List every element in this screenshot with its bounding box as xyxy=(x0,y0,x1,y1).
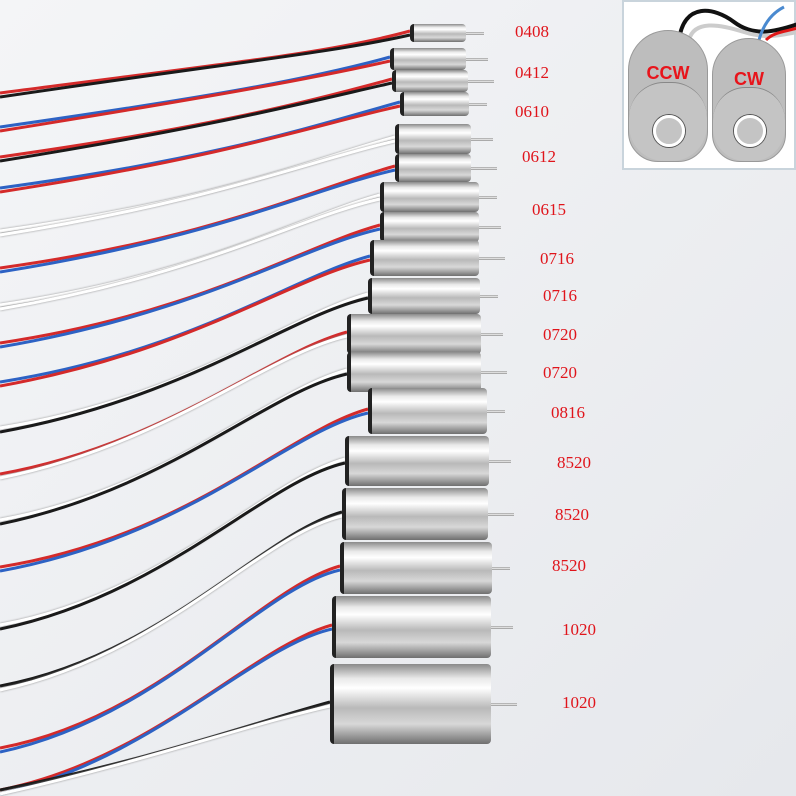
motor-wire xyxy=(0,568,341,754)
motor-wire xyxy=(0,59,391,133)
motor-shaft xyxy=(488,513,514,516)
motor-wire xyxy=(0,330,348,476)
coreless-motor xyxy=(400,92,487,116)
motor-wire xyxy=(0,197,381,311)
motor-label: 8520 xyxy=(557,453,591,472)
coreless-motor xyxy=(345,436,511,486)
ccw-motor-drawing: CCW xyxy=(628,30,708,162)
coreless-motor xyxy=(380,182,497,212)
motor-label: 0615 xyxy=(532,200,566,219)
motor-label: 0408 xyxy=(515,22,549,41)
motor-wire xyxy=(0,514,343,692)
motor-wire xyxy=(0,100,401,190)
motor-shaft xyxy=(471,138,493,141)
coreless-motor xyxy=(370,240,505,276)
motor-label: 0612 xyxy=(522,147,556,166)
motor-shaft xyxy=(469,103,487,106)
motor-wire xyxy=(0,168,396,274)
motor-wire xyxy=(0,292,369,430)
coreless-motor xyxy=(392,70,494,92)
motor-wire xyxy=(0,407,369,569)
motor-wire xyxy=(0,33,411,99)
motor-label: 8520 xyxy=(552,556,586,575)
motor-shaft xyxy=(471,167,497,170)
motor-wire xyxy=(0,254,371,384)
motor-shaft xyxy=(481,333,503,336)
motor-label: 1020 xyxy=(562,693,596,712)
motor-label: 0716 xyxy=(540,249,574,268)
coreless-motor xyxy=(368,388,505,434)
motor-wire xyxy=(0,296,369,434)
motor-wire xyxy=(0,704,331,796)
motor-wire xyxy=(0,334,348,480)
cw-rotation-arrow-icon xyxy=(734,115,766,147)
ccw-label: CCW xyxy=(646,63,690,83)
motor-shaft xyxy=(479,196,497,199)
motor-wire xyxy=(0,461,346,631)
motor-wire xyxy=(0,627,333,796)
motor-label: 0716 xyxy=(543,286,577,305)
motor-label: 0610 xyxy=(515,102,549,121)
motor-shaft xyxy=(491,626,513,629)
motor-label: 0816 xyxy=(551,403,585,422)
motor-label: 8520 xyxy=(555,505,589,524)
rotation-direction-inset: CCW CW xyxy=(622,0,796,170)
motor-shaft xyxy=(480,295,498,298)
motor-shaft xyxy=(492,567,510,570)
motor-wire xyxy=(0,104,401,194)
motor-shaft xyxy=(466,58,488,61)
coreless-motor xyxy=(410,24,484,42)
motor-wire xyxy=(0,29,411,95)
motor-shaft xyxy=(489,460,511,463)
coreless-motor xyxy=(390,48,488,70)
inset-wires xyxy=(677,5,796,42)
motor-wire xyxy=(0,193,381,307)
motor-label: 0412 xyxy=(515,63,549,82)
motor-wire xyxy=(0,227,381,349)
coreless-motor xyxy=(395,124,493,154)
motor-wire xyxy=(0,258,371,388)
motor-wire xyxy=(0,372,348,526)
coreless-motor xyxy=(342,488,514,540)
coreless-motor xyxy=(340,542,510,594)
coreless-motor xyxy=(330,664,517,744)
motor-shaft xyxy=(481,371,507,374)
cw-motor-drawing: CW xyxy=(712,38,786,162)
motor-wire xyxy=(0,223,381,345)
motor-wire xyxy=(0,139,396,237)
coreless-motor xyxy=(347,352,507,392)
motor-label: 0720 xyxy=(543,363,577,382)
motor-shaft xyxy=(491,703,517,706)
coreless-motor xyxy=(380,212,501,242)
motor-shaft xyxy=(487,410,505,413)
coreless-motor xyxy=(368,278,498,314)
motor-wire xyxy=(0,81,393,163)
motor-label: 1020 xyxy=(562,620,596,639)
coreless-motor xyxy=(332,596,513,658)
cw-label: CW xyxy=(734,69,764,89)
coreless-motor xyxy=(347,314,503,354)
motor-wire xyxy=(0,411,369,573)
ccw-rotation-arrow-icon xyxy=(653,115,685,147)
motor-shaft xyxy=(479,257,505,260)
coreless-motor xyxy=(395,154,497,182)
motor-shaft xyxy=(479,226,501,229)
motor-label: 0720 xyxy=(543,325,577,344)
motor-shaft xyxy=(468,80,494,83)
motor-shaft xyxy=(466,32,484,35)
